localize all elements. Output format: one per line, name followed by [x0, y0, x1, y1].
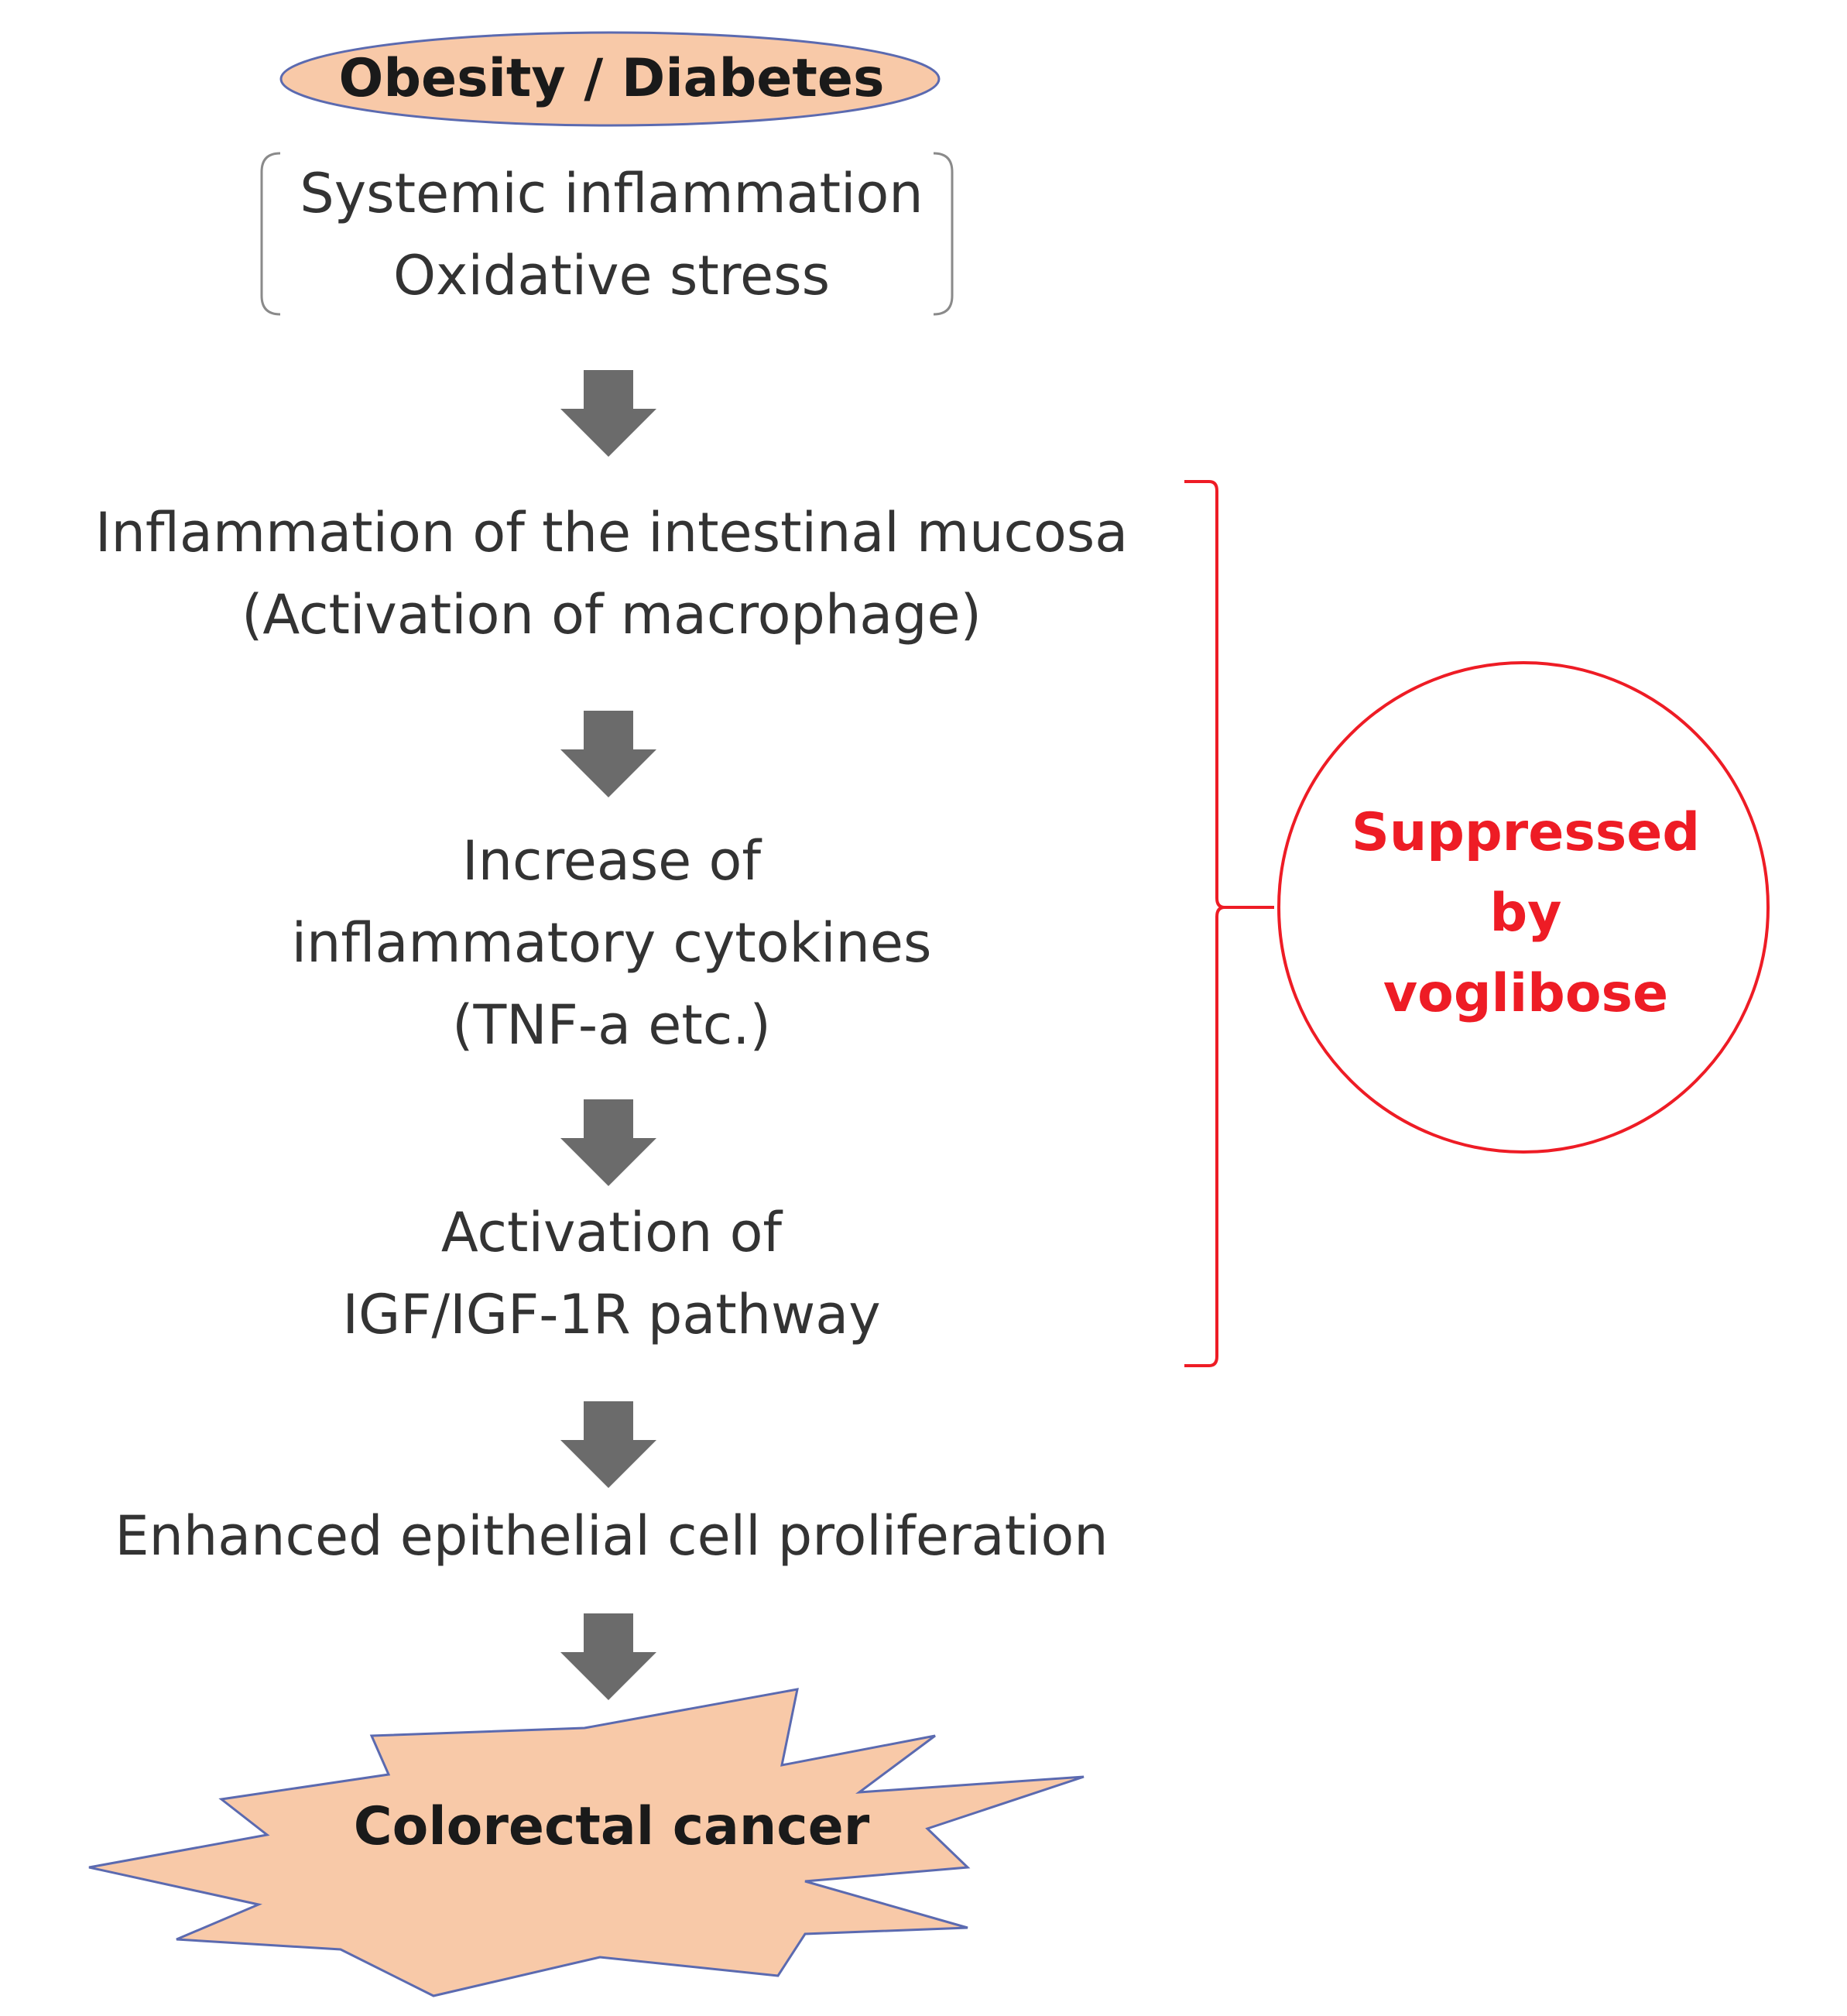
suppression-line3: voglibose — [1383, 963, 1669, 1024]
suppression-circle — [1277, 661, 1770, 1154]
suppression-line1: Suppressed — [1351, 802, 1701, 863]
node-igf-pathway: IGF/IGF-1R pathway — [342, 1283, 881, 1346]
node-macrophage-activation: (Activation of macrophage) — [242, 583, 982, 646]
arrow-down-icon — [560, 1613, 656, 1700]
cancer-starburst — [88, 1688, 1085, 1997]
node-activation-of: Activation of — [440, 1201, 783, 1264]
node-obesity-diabetes: Obesity / Diabetes — [338, 48, 885, 109]
suppression-line2: by — [1489, 883, 1562, 944]
systemic-right-bracket — [933, 152, 954, 316]
node-systemic-inflammation: Systemic inflammation — [300, 162, 924, 225]
node-colorectal-cancer: Colorectal cancer — [353, 1796, 870, 1857]
node-tnf: (TNF-a etc.) — [452, 993, 771, 1057]
obesity-ellipse — [279, 31, 941, 127]
suppression-bracket — [1184, 480, 1274, 1367]
node-increase-of: Increase of — [462, 829, 761, 893]
node-epithelial-proliferation: Enhanced epithelial cell proliferation — [115, 1504, 1109, 1568]
systemic-left-bracket — [260, 152, 281, 316]
arrow-down-icon — [560, 370, 656, 457]
arrow-down-icon — [560, 711, 656, 797]
node-inflammatory-cytokines: inflammatory cytokines — [291, 911, 932, 975]
node-mucosa-inflammation: Inflammation of the intestinal mucosa — [94, 501, 1129, 564]
node-oxidative-stress: Oxidative stress — [392, 244, 831, 307]
suppression-label: Suppressed by voglibose — [1282, 793, 1770, 1034]
arrow-down-icon — [560, 1401, 656, 1488]
arrow-down-icon — [560, 1099, 656, 1186]
